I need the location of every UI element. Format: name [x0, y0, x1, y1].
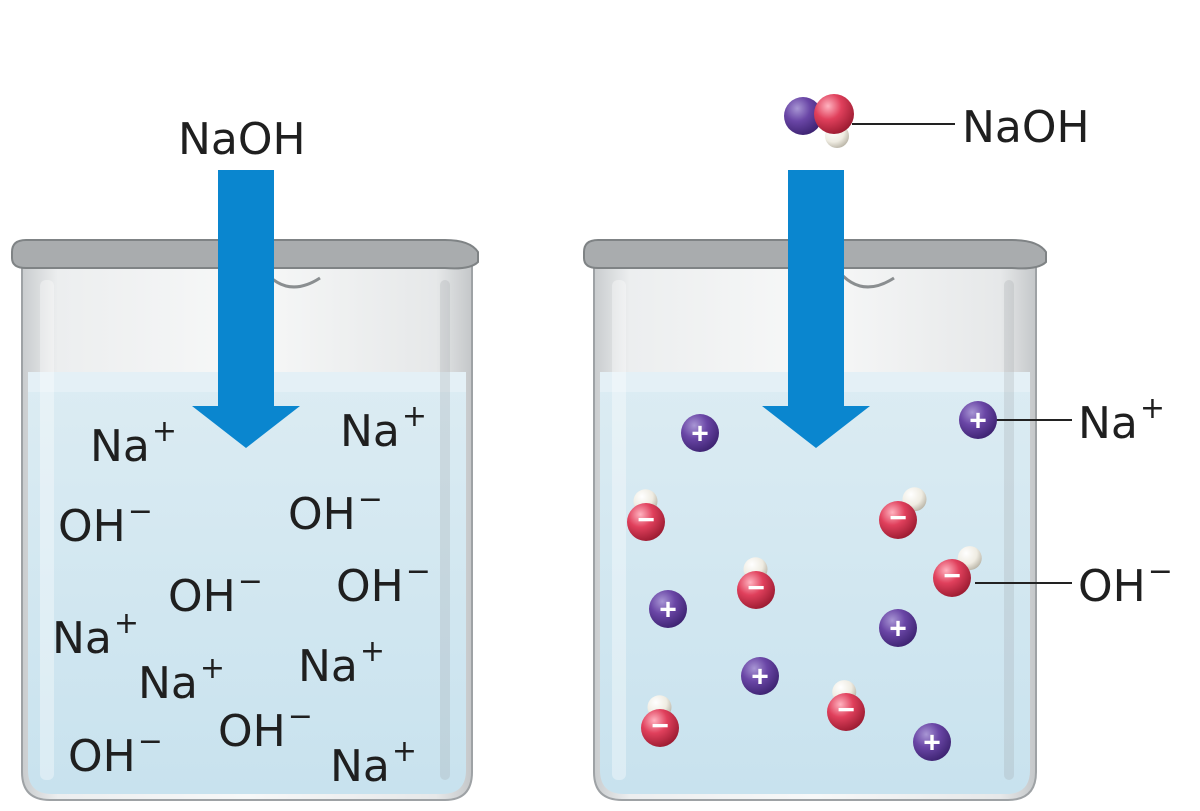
svg-text:−: − [943, 560, 961, 593]
right-oh-label: OH− [1078, 554, 1173, 612]
svg-text:−: − [637, 504, 655, 537]
sodium-ion-0: + [681, 414, 719, 452]
left-ion-label-0: Na+ [90, 414, 178, 472]
left-ion-label-9: OH− [218, 699, 313, 757]
left-ion-label-2: OH− [58, 494, 153, 552]
svg-text:+: + [751, 661, 769, 694]
left-beaker [11, 239, 479, 801]
left-ion-label-1: Na+ [340, 399, 428, 457]
hydroxide-ion-0: − [627, 489, 665, 541]
svg-text:+: + [659, 594, 677, 627]
svg-text:+: + [889, 613, 907, 646]
right-naoh-label: NaOH [962, 102, 1090, 153]
svg-text:−: − [747, 572, 765, 605]
left-dissolve-arrow [192, 170, 300, 448]
left-ion-label-5: OH− [336, 554, 431, 612]
svg-text:+: + [923, 727, 941, 760]
hydroxide-ion-1: − [879, 487, 927, 539]
left-ion-label-11: Na+ [330, 734, 418, 792]
svg-text:+: + [969, 405, 987, 438]
hydroxide-ion-2: − [737, 557, 775, 609]
left-naoh-label: NaOH [178, 114, 306, 165]
svg-text:−: − [837, 694, 855, 727]
left-ion-label-3: OH− [288, 482, 383, 540]
ion-particles: + + + + + + − − − − − − [627, 401, 997, 761]
sodium-ion-1: + [959, 401, 997, 439]
left-ion-label-7: Na+ [138, 651, 226, 709]
svg-text:−: − [651, 710, 669, 743]
svg-text:−: − [889, 502, 907, 535]
hydroxide-ion-3: − [933, 546, 982, 597]
left-ion-label-8: Na+ [298, 634, 386, 692]
sodium-ion-3: + [879, 609, 917, 647]
left-ion-label-6: Na+ [52, 606, 140, 664]
sodium-ion-4: + [741, 657, 779, 695]
left-ion-label-4: OH− [168, 564, 263, 622]
right-dissolve-arrow [762, 170, 870, 448]
sodium-ion-2: + [649, 590, 687, 628]
svg-text:+: + [691, 418, 709, 451]
hydroxide-ion-5: − [641, 695, 679, 747]
hydroxide-ion-4: − [827, 680, 865, 731]
right-na-label: Na+ [1078, 391, 1166, 449]
naoh-molecule [784, 94, 854, 148]
left-ion-label-10: OH− [68, 724, 163, 782]
sodium-ion-5: + [913, 723, 951, 761]
